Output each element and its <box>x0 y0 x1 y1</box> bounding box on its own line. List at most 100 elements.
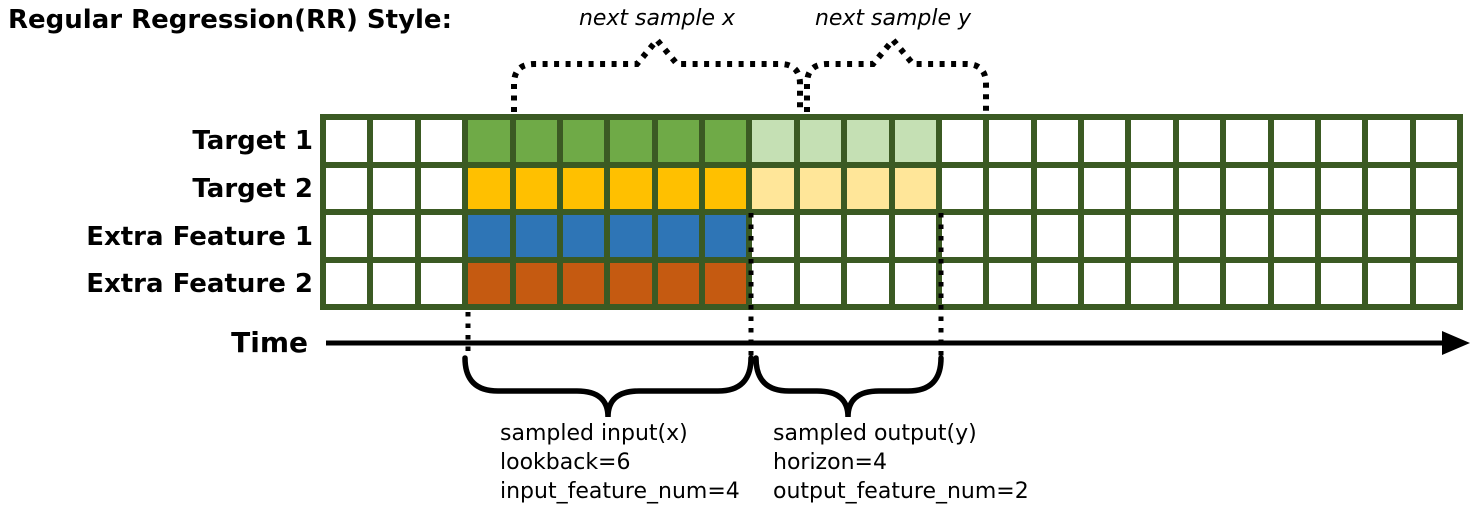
grid-cell <box>1036 262 1078 304</box>
grid-cell-output <box>894 120 936 162</box>
grid-cell-input <box>705 120 747 162</box>
grid-cell <box>1320 167 1363 209</box>
grid-cell <box>1273 167 1315 209</box>
next-sample-x-label: next sample x <box>578 6 736 31</box>
next-sample-y-label: next sample y <box>814 6 972 31</box>
grid-cell-input <box>515 215 557 257</box>
grid-cell <box>1131 120 1173 162</box>
grid-cell <box>1273 120 1315 162</box>
grid-cell <box>1415 215 1457 257</box>
grid-cell-input <box>562 215 605 257</box>
grid-cell <box>752 215 794 257</box>
grid-cell-input <box>705 167 747 209</box>
grid-cell <box>420 215 463 257</box>
row-label-extra-feature-2: Extra Feature 2 <box>86 269 313 299</box>
grid-cell-output <box>799 167 842 209</box>
grid-cell <box>1226 120 1268 162</box>
grid-cell <box>1178 215 1221 257</box>
lookback-line: lookback=6 <box>500 450 631 475</box>
grid-cell <box>894 262 936 304</box>
grid-cell <box>799 262 842 304</box>
grid-cell <box>420 167 463 209</box>
grid-cell-output <box>894 167 936 209</box>
grid-cell <box>420 120 463 162</box>
grid-cell-output <box>847 120 889 162</box>
grid-cell <box>326 262 368 304</box>
grid-cell <box>1273 215 1315 257</box>
grid-cell <box>989 167 1031 209</box>
grid-cell <box>1415 167 1457 209</box>
grid-cell <box>1320 215 1363 257</box>
grid-cell <box>326 167 368 209</box>
grid-cell <box>941 167 984 209</box>
grid-cell <box>1036 167 1078 209</box>
grid-cell <box>847 215 889 257</box>
grid-cell <box>989 120 1031 162</box>
time-axis-arrow <box>326 331 1470 355</box>
grid-cell <box>1226 167 1268 209</box>
sampled-input-annotation: sampled input(x) lookback=6 input_featur… <box>500 419 740 506</box>
grid-cell <box>1084 262 1126 304</box>
grid-cell <box>1415 262 1457 304</box>
timeseries-grid <box>320 114 1463 310</box>
grid-cell <box>799 215 842 257</box>
grid-cell-input <box>562 120 605 162</box>
grid-cell <box>1036 215 1078 257</box>
grid-cell-input <box>610 262 652 304</box>
grid-cell <box>1036 120 1078 162</box>
grid-cell-input <box>610 120 652 162</box>
grid-cell <box>1368 167 1410 209</box>
grid-cell <box>1178 262 1221 304</box>
grid-cell <box>1368 120 1410 162</box>
grid-cell <box>1131 215 1173 257</box>
grid-cell <box>1320 262 1363 304</box>
sampled-input-line: sampled input(x) <box>500 421 688 446</box>
grid-cell-input <box>562 262 605 304</box>
grid-cell-input <box>610 215 652 257</box>
time-axis-label: Time <box>231 326 308 359</box>
sampled-output-line: sampled output(y) <box>773 421 977 446</box>
grid-cell-input <box>468 120 510 162</box>
grid-cell-input <box>705 262 747 304</box>
grid-cell <box>326 215 368 257</box>
output-feature-num-line: output_feature_num=2 <box>773 479 1029 504</box>
row-label-target-2: Target 2 <box>192 174 313 204</box>
grid-cell <box>941 120 984 162</box>
next-sample-x-brace <box>511 35 803 112</box>
grid-cell <box>894 215 936 257</box>
grid-cell-output <box>752 120 794 162</box>
input-feature-num-line: input_feature_num=4 <box>500 479 740 504</box>
grid-cell <box>1226 262 1268 304</box>
sampled-output-brace <box>753 355 944 418</box>
grid-cell-output <box>799 120 842 162</box>
grid-cell <box>941 215 984 257</box>
grid-cell <box>373 215 415 257</box>
grid-cell <box>326 120 368 162</box>
grid-cell-output <box>752 167 794 209</box>
page-title: Regular Regression(RR) Style: <box>8 5 452 35</box>
grid-cell <box>373 167 415 209</box>
grid-cell <box>1415 120 1457 162</box>
grid-cell <box>1273 262 1315 304</box>
grid-cell-input <box>515 167 557 209</box>
grid-cell <box>1178 120 1221 162</box>
grid-cell-input <box>705 215 747 257</box>
sampled-input-brace <box>462 355 754 418</box>
grid-cell <box>420 262 463 304</box>
grid-cell <box>989 262 1031 304</box>
next-sample-y-brace <box>804 35 989 112</box>
grid-cell-input <box>515 120 557 162</box>
grid-cell <box>1084 167 1126 209</box>
grid-cell-input <box>657 262 699 304</box>
grid-cell <box>1084 215 1126 257</box>
grid-cell <box>1368 262 1410 304</box>
grid-cell-input <box>657 167 699 209</box>
grid-cell <box>752 262 794 304</box>
grid-cell <box>847 262 889 304</box>
grid-cell-output <box>847 167 889 209</box>
grid-cell <box>1226 215 1268 257</box>
grid-cell <box>1131 262 1173 304</box>
grid-cell-input <box>610 167 652 209</box>
grid-cell-input <box>468 262 510 304</box>
grid-cell <box>373 120 415 162</box>
